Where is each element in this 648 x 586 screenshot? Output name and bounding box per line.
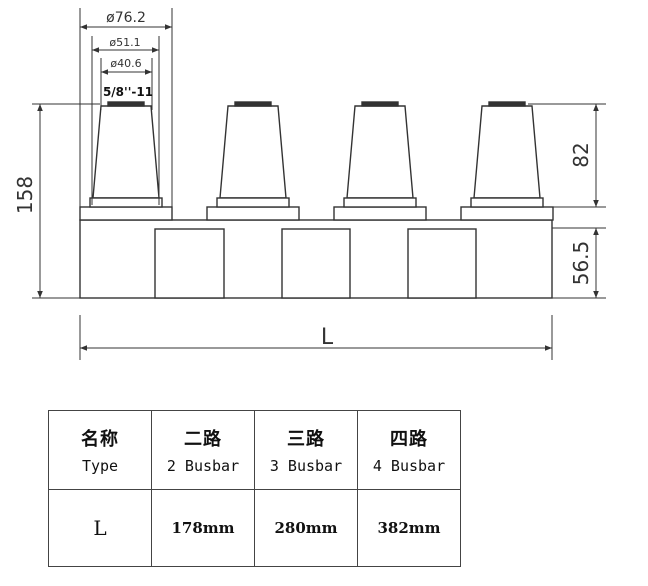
inner-diameter-label: ø40.6 bbox=[110, 57, 141, 70]
header-zh: 名称 bbox=[81, 429, 119, 450]
outer-diameter-label: ø76.2 bbox=[106, 10, 146, 26]
post-collar bbox=[79, 206, 173, 221]
post-cap bbox=[234, 101, 272, 107]
busbar-body bbox=[79, 219, 553, 299]
header-cell-4-busbar: 四路 4 Busbar bbox=[357, 410, 461, 490]
header-cell-3-busbar: 三路 3 Busbar bbox=[254, 410, 358, 490]
value-cell-2-busbar: 178mm bbox=[151, 489, 255, 567]
spec-table: 名称 Type 二路 2 Busbar 三路 3 Busbar 四路 4 Bus… bbox=[48, 410, 461, 567]
header-zh: 二路 bbox=[184, 429, 222, 450]
post-insulator bbox=[219, 105, 287, 199]
post-insulator bbox=[92, 105, 160, 199]
terminal-post-3 bbox=[333, 101, 427, 221]
post-collar bbox=[206, 206, 300, 221]
post-cap bbox=[107, 101, 145, 107]
header-en: Type bbox=[81, 457, 119, 475]
post-height-label: 82 bbox=[569, 142, 593, 167]
header-cell-2-busbar: 二路 2 Busbar bbox=[151, 410, 255, 490]
post-cap bbox=[361, 101, 399, 107]
post-collar bbox=[460, 206, 554, 221]
post-shoulder bbox=[470, 197, 544, 208]
post-group bbox=[79, 101, 554, 221]
dimension-lines bbox=[32, 8, 606, 360]
header-en: 2 Busbar bbox=[166, 457, 240, 475]
table-row: L 178mm 280mm 382mm bbox=[48, 489, 461, 567]
dimension-labels: ø76.2 ø51.1 ø40.6 5/8''-11 158 82 56.5 L bbox=[13, 10, 593, 350]
mid-diameter-label: ø51.1 bbox=[109, 36, 140, 49]
terminal-post-1 bbox=[79, 101, 173, 221]
header-cell-type: 名称 Type bbox=[48, 410, 152, 490]
terminal-post-2 bbox=[206, 101, 300, 221]
row-label-cell: L bbox=[48, 489, 152, 567]
post-shoulder bbox=[343, 197, 417, 208]
table-header-row: 名称 Type 二路 2 Busbar 三路 3 Busbar 四路 4 Bus… bbox=[48, 410, 461, 490]
base-height-label: 56.5 bbox=[569, 241, 593, 286]
lower-block-3 bbox=[407, 228, 477, 299]
header-zh: 四路 bbox=[390, 429, 428, 450]
lower-block-2 bbox=[281, 228, 351, 299]
length-label: L bbox=[321, 325, 334, 350]
post-insulator bbox=[473, 105, 541, 199]
total-height-label: 158 bbox=[13, 176, 37, 214]
post-insulator bbox=[346, 105, 414, 199]
post-shoulder bbox=[89, 197, 163, 208]
terminal-post-4 bbox=[460, 101, 554, 221]
lower-block-1 bbox=[154, 228, 225, 299]
value-cell-4-busbar: 382mm bbox=[357, 489, 461, 567]
header-en: 4 Busbar bbox=[372, 457, 446, 475]
post-cap bbox=[488, 101, 526, 107]
busbar-drawing: ø76.2 ø51.1 ø40.6 5/8''-11 158 82 56.5 L bbox=[13, 8, 606, 360]
header-en: 3 Busbar bbox=[269, 457, 343, 475]
post-collar bbox=[333, 206, 427, 221]
value-cell-3-busbar: 280mm bbox=[254, 489, 358, 567]
post-shoulder bbox=[216, 197, 290, 208]
header-zh: 三路 bbox=[287, 429, 325, 450]
thread-label: 5/8''-11 bbox=[103, 85, 153, 99]
